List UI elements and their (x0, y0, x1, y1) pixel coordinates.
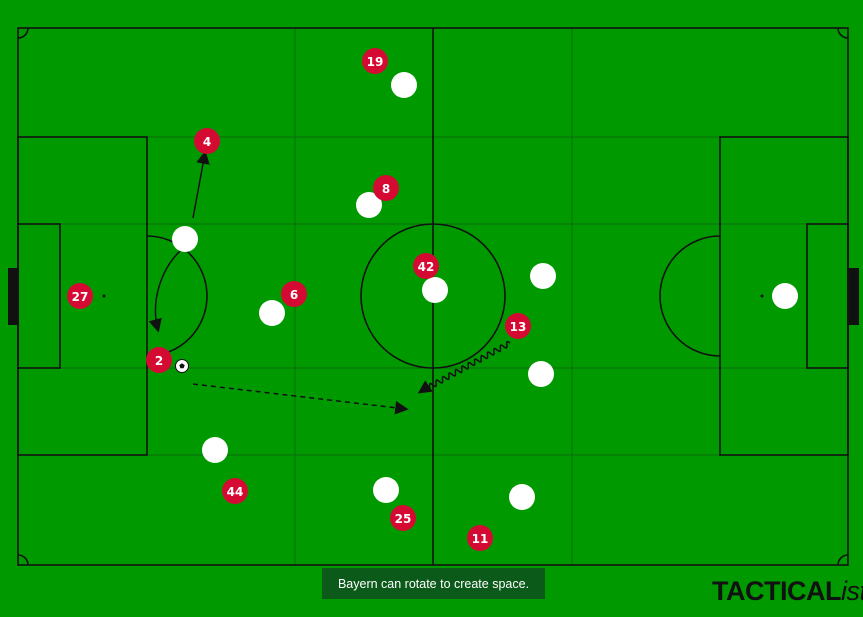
away-player-marker (391, 72, 417, 98)
home-player-number: 42 (418, 260, 435, 274)
home-player-number: 25 (395, 512, 412, 526)
away-player-marker (528, 361, 554, 387)
home-player-marker (281, 281, 307, 307)
center-circle (360, 223, 506, 369)
home-player-42: 42 (413, 253, 439, 279)
home-player-marker (222, 478, 248, 504)
dribble-arrow-13 (417, 340, 511, 394)
away-player-marker (356, 192, 382, 218)
caption-box: Bayern can rotate to create space. (322, 568, 545, 599)
home-player-44: 44 (222, 478, 248, 504)
ball-icon (175, 359, 189, 373)
home-players: 19 4 8 42 27 6 13 2 44 25 11 (67, 48, 531, 551)
home-player-27: 27 (67, 283, 93, 309)
run-arrow-4 (192, 150, 210, 219)
home-player-number: 4 (203, 135, 211, 149)
home-player-number: 27 (72, 290, 89, 304)
home-player-number: 11 (472, 532, 489, 546)
run-arrow-2 (148, 249, 182, 333)
home-player-25: 25 (390, 505, 416, 531)
home-player-4: 4 (194, 128, 220, 154)
away-player-marker (259, 300, 285, 326)
home-player-marker (194, 128, 220, 154)
away-player-marker (530, 263, 556, 289)
home-player-number: 44 (227, 485, 244, 499)
home-player-number: 19 (367, 55, 384, 69)
right-six-yard-box (806, 223, 849, 369)
right-penalty-arc (659, 235, 721, 357)
corner-arc-bl (17, 554, 29, 566)
right-goal (849, 268, 859, 325)
home-player-marker (505, 313, 531, 339)
home-player-marker (146, 347, 172, 373)
movement-arrows (148, 150, 511, 415)
tacticalista-logo: TACTICALista (712, 578, 863, 605)
home-player-marker (467, 525, 493, 551)
left-six-yard-box (17, 223, 61, 369)
home-player-11: 11 (467, 525, 493, 551)
home-player-13: 13 (505, 313, 531, 339)
away-player-marker (172, 226, 198, 252)
home-player-number: 13 (510, 320, 527, 334)
home-player-2: 2 (146, 347, 172, 373)
brand-part-1: TACTICAL (712, 576, 841, 606)
away-player-marker (373, 477, 399, 503)
home-player-number: 2 (155, 354, 163, 368)
away-player-marker (772, 283, 798, 309)
left-goal (8, 268, 18, 325)
away-player-marker (422, 277, 448, 303)
pass-arrow (192, 383, 409, 415)
home-player-marker (362, 48, 388, 74)
home-player-marker (413, 253, 439, 279)
away-player-marker (202, 437, 228, 463)
corner-arc-tl (17, 27, 29, 39)
caption-text: Bayern can rotate to create space. (337, 576, 530, 591)
home-player-6: 6 (281, 281, 307, 307)
home-player-8: 8 (373, 175, 399, 201)
home-player-marker (373, 175, 399, 201)
away-player-marker (509, 484, 535, 510)
brand-part-2: ista (840, 576, 863, 606)
corner-arc-tr (837, 27, 849, 39)
corner-arc-br (837, 554, 849, 566)
home-player-19: 19 (362, 48, 388, 74)
left-penalty-spot (102, 294, 106, 298)
home-player-number: 8 (382, 182, 390, 196)
home-player-number: 6 (290, 288, 298, 302)
away-players (172, 72, 798, 510)
home-player-marker (67, 283, 93, 309)
right-penalty-spot (760, 294, 764, 298)
home-player-marker (390, 505, 416, 531)
